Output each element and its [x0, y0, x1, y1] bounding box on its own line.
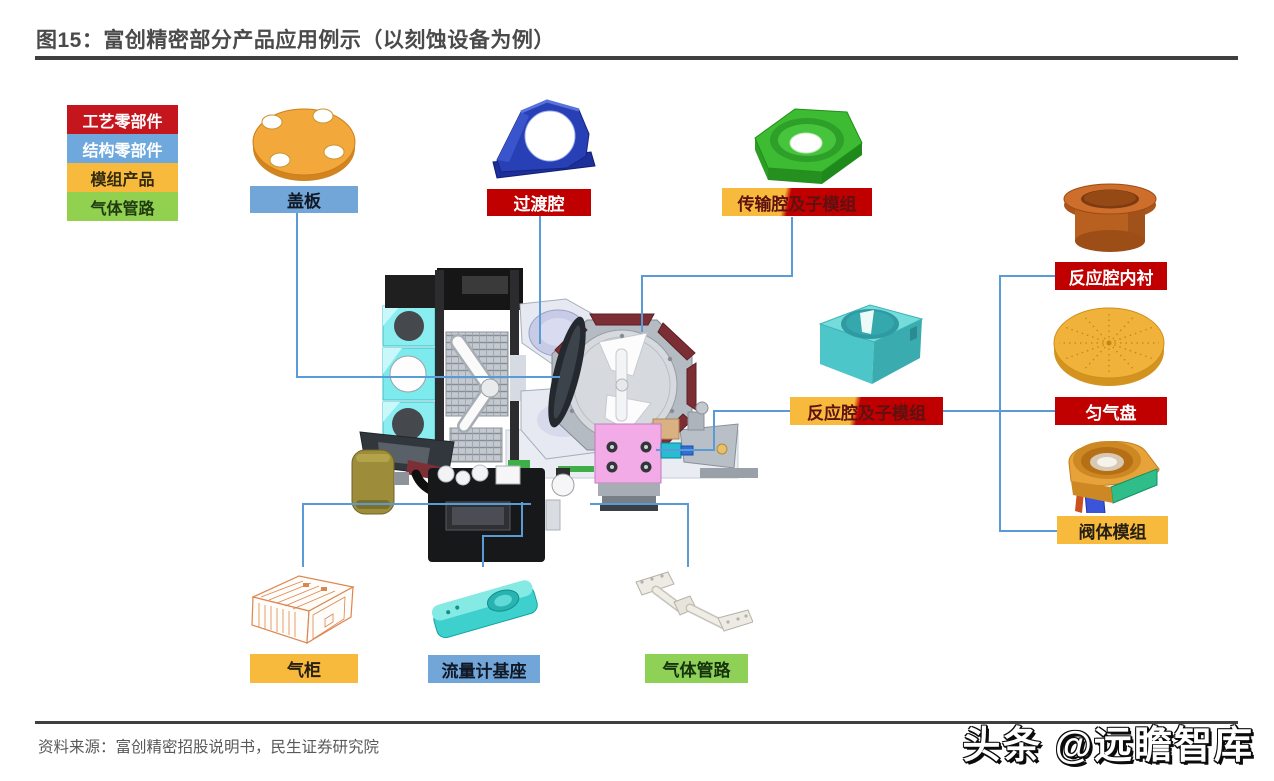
connector-segment — [296, 213, 298, 377]
gas-pipeline-illustration — [635, 571, 753, 632]
connector-segment — [482, 535, 484, 567]
connector-segment — [521, 502, 523, 537]
connector-segment — [999, 530, 1057, 532]
label-gas-pipeline: 气体管路 — [645, 654, 748, 683]
connector-segment — [483, 535, 523, 537]
label-transfer-chamber: 传输腔及子模组 — [722, 188, 872, 216]
label-cover-plate: 盖板 — [250, 186, 358, 213]
connector-segment — [303, 503, 531, 505]
label-gas-disc: 匀气盘 — [1055, 397, 1167, 425]
gas-cabinet-illustration — [251, 575, 355, 645]
label-chamber-liner: 反应腔内衬 — [1055, 262, 1167, 290]
connector-segment — [302, 503, 304, 567]
connector-segment — [590, 503, 688, 505]
legend-item-structural: 结构零部件 — [67, 134, 178, 163]
source-note: 资料来源：富创精密招股说明书，民生证券研究院 — [38, 739, 380, 756]
title-underline — [35, 56, 1238, 60]
gas-distribution-disc-illustration — [1053, 307, 1165, 386]
transition-chamber-illustration — [492, 99, 596, 179]
etching-machine-illustration — [351, 268, 758, 562]
connector-segment — [539, 216, 541, 344]
legend-item-gasline: 气体管路 — [67, 192, 178, 221]
legend-item-process: 工艺零部件 — [67, 105, 178, 134]
label-gas-cabinet: 气柜 — [250, 654, 358, 683]
connector-segment — [714, 410, 792, 412]
chamber-liner-illustration — [1063, 183, 1157, 252]
cover-plate-illustration — [252, 108, 356, 181]
label-reaction-chamber: 反应腔及子模组 — [790, 397, 943, 425]
label-flow-meter-base: 流量计基座 — [428, 655, 540, 683]
connector-segment — [999, 275, 1001, 532]
reaction-chamber-module — [594, 418, 694, 511]
watermark: 头条 @远瞻智库 — [962, 725, 1254, 767]
footer-rule — [35, 721, 1238, 724]
connector-segment — [641, 275, 793, 277]
connector-segment — [656, 449, 714, 451]
flow-meter-base-illustration — [431, 580, 538, 639]
lower-assembly — [351, 431, 594, 562]
slot-valve-door — [548, 316, 586, 428]
robot-arm — [450, 334, 500, 433]
connector-segment — [791, 217, 793, 277]
connector-segment — [687, 503, 689, 567]
connector-segment — [296, 376, 560, 378]
connector-segment — [999, 275, 1057, 277]
legend-item-module: 模组产品 — [67, 163, 178, 192]
connector-segment — [713, 410, 715, 451]
transfer-chamber-illustration — [754, 108, 863, 184]
label-transition-chamber: 过渡腔 — [487, 189, 591, 216]
label-valve-module: 阀体模组 — [1057, 516, 1168, 544]
reaction-chamber-illustration — [818, 304, 924, 384]
legend: 工艺零部件 结构零部件 模组产品 气体管路 — [67, 105, 178, 221]
connector-segment — [641, 275, 643, 332]
valve-module-illustration — [1068, 441, 1160, 513]
figure-title: 图15：富创精密部分产品应用例示（以刻蚀设备为例） — [36, 29, 555, 52]
